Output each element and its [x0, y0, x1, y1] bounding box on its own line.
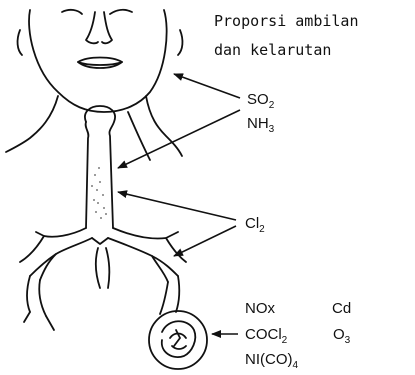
alveolus-icon: [149, 311, 207, 369]
label-cl2: Cl2: [245, 215, 265, 235]
nose: [86, 12, 112, 43]
label-nh3: NH3: [247, 115, 275, 135]
trachea: [85, 106, 115, 228]
mouth: [78, 58, 122, 69]
label-cd: Cd: [332, 300, 351, 317]
label-o3: O3: [333, 326, 351, 346]
arrow-icon: [118, 192, 236, 220]
head-outline: [18, 10, 183, 112]
arrow-icon: [174, 226, 236, 256]
label-nico4: NI(CO)4: [245, 351, 299, 371]
trachea-dots: [91, 167, 107, 219]
title-line-1: Proporsi ambilan: [214, 12, 359, 30]
label-nox: NOx: [245, 300, 276, 317]
eyebrows: [62, 10, 132, 14]
label-so2: SO2: [247, 91, 275, 111]
bronchi: [20, 228, 186, 330]
title-line-2: dan kelarutan: [214, 41, 331, 59]
label-cocl2: COCl2: [245, 326, 288, 346]
arrow-icon: [174, 74, 240, 98]
arrow-icon: [118, 110, 240, 168]
